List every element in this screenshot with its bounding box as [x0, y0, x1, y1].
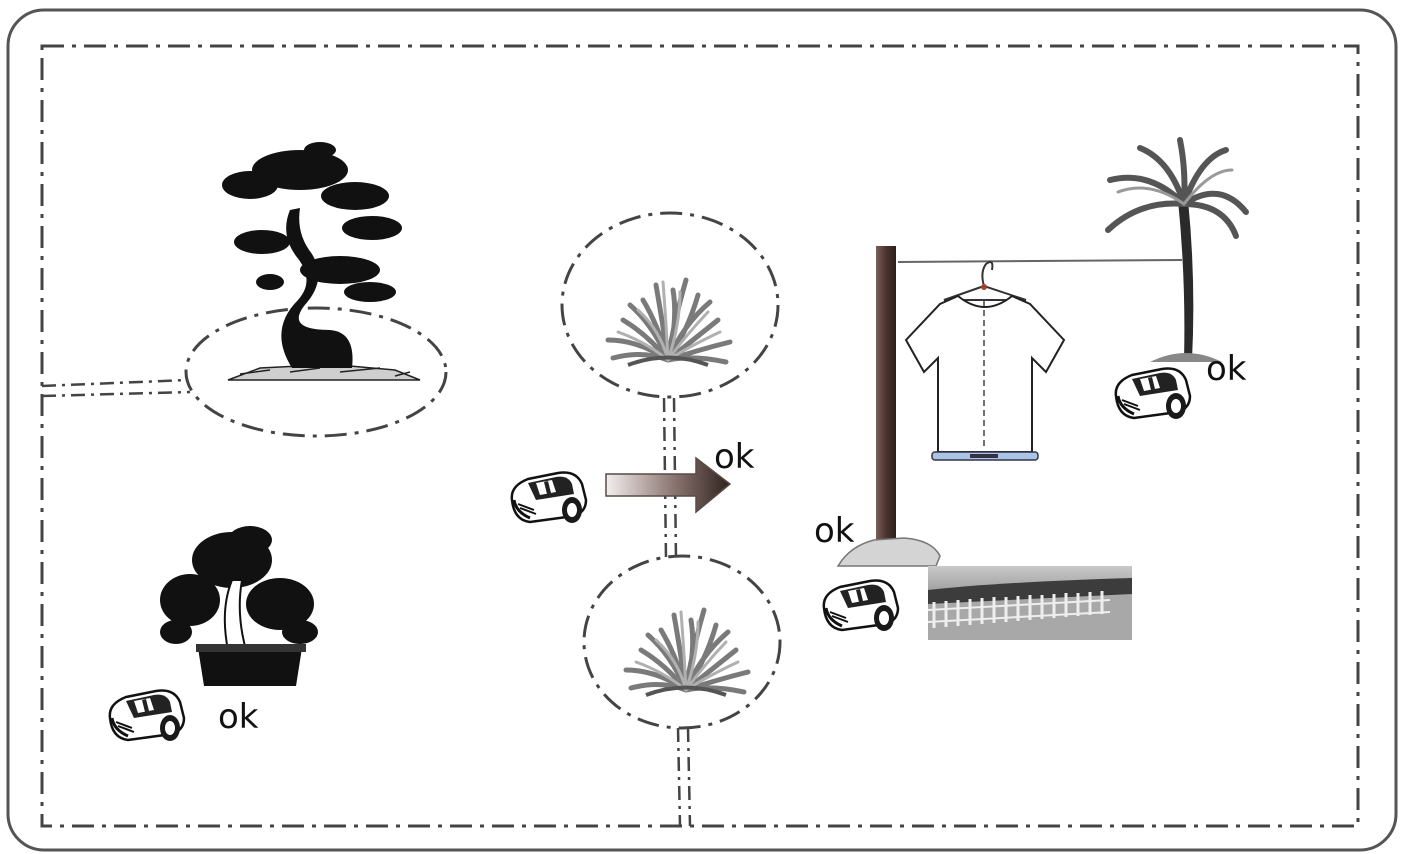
clothes-pole	[876, 246, 896, 544]
robotic-lawn-mower-icon	[110, 690, 184, 741]
ok-label-clothes-pole: ok	[814, 511, 855, 551]
potted-bonsai-icon	[160, 526, 318, 686]
boundary-channel-left	[42, 380, 190, 396]
ok-label-small-bonsai: ok	[218, 697, 259, 737]
outer-frame	[8, 10, 1396, 850]
garden-fence-photo	[928, 566, 1132, 640]
robotic-lawn-mower-icon	[1116, 368, 1190, 419]
boundary-channel-bottom	[678, 728, 690, 826]
grass-clump-icon	[608, 280, 730, 365]
ok-label-path: ok	[714, 437, 755, 477]
clothesline-wire	[898, 260, 1182, 262]
grass-clump-icon	[626, 610, 748, 695]
grass-island-top-boundary	[562, 213, 778, 397]
robotic-lawn-mower-icon	[512, 472, 586, 523]
right-arrow-icon	[606, 458, 730, 512]
bonsai-tree-icon	[222, 142, 420, 380]
palm-tree-icon	[1108, 140, 1246, 362]
t-shirt-icon	[906, 262, 1064, 460]
ok-label-palm-tree: ok	[1206, 349, 1247, 389]
robotic-lawn-mower-icon	[824, 580, 898, 631]
